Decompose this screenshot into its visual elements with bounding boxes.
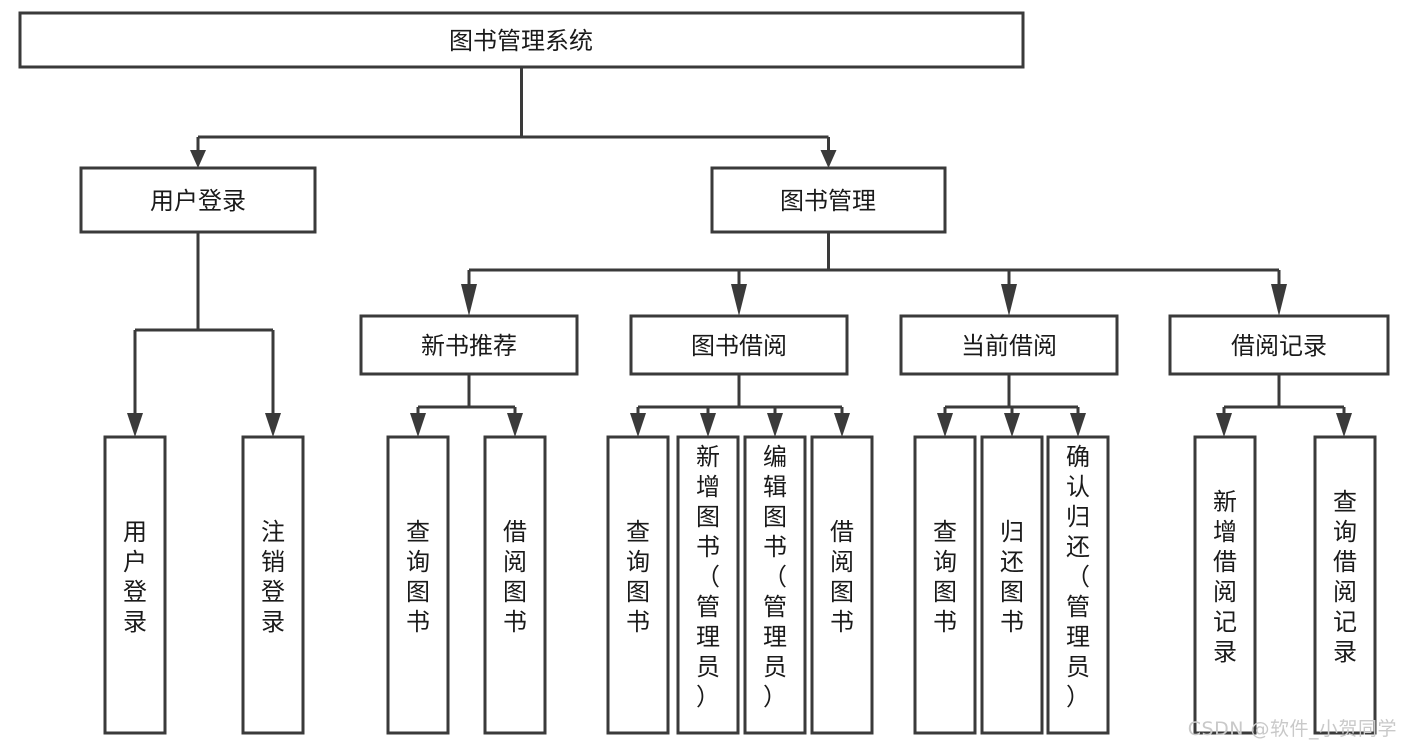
node-leaf-user-login-label: 用户登录 [123, 518, 147, 636]
node-current-borrow-label: 当前借阅 [961, 332, 1057, 360]
arrow-icon-leaf-edit-book [767, 413, 783, 437]
node-root[interactable]: 图书管理系统 [18, 11, 1025, 69]
node-book-borrow-box[interactable] [629, 314, 849, 376]
node-leaf-query-book-2-label: 查询图书 [626, 518, 650, 636]
node-leaf-user-logout-label: 注销登录 [261, 518, 285, 636]
node-root-label: 图书管理系统 [449, 27, 593, 55]
node-book-borrow-label: 图书借阅 [691, 332, 787, 360]
node-leaf-user-logout-box[interactable] [241, 435, 305, 735]
csdn-watermark: CSDN @软件_小贺同学 [1187, 718, 1397, 740]
node-leaf-confirm-return-box[interactable] [1046, 435, 1110, 735]
node-leaf-user-login[interactable]: 用户登录 [103, 435, 167, 735]
node-leaf-borrow-book-1[interactable]: 借阅图书 [483, 435, 547, 735]
node-borrow-record[interactable]: 借阅记录 [1168, 314, 1390, 376]
node-leaf-edit-book-box[interactable] [743, 435, 807, 735]
node-leaf-query-book-2[interactable]: 查询图书 [606, 435, 670, 735]
arrow-icon-borrowrecord [1271, 284, 1287, 316]
node-book-borrow[interactable]: 图书借阅 [629, 314, 849, 376]
node-leaf-query-book-1[interactable]: 查询图书 [386, 435, 450, 735]
node-leaf-query-book-3-box[interactable] [913, 435, 977, 735]
node-leaf-query-book-1-box[interactable] [386, 435, 450, 735]
node-root-box[interactable] [18, 11, 1025, 69]
node-current-borrow-box[interactable] [899, 314, 1119, 376]
arrow-icon-leaf-query-book-1 [410, 413, 426, 437]
node-leaf-add-record-box[interactable] [1193, 435, 1257, 735]
arrow-icon-leaf-add-book [700, 413, 716, 437]
node-borrow-record-box[interactable] [1168, 314, 1390, 376]
node-leaf-borrow-book-1-box[interactable] [483, 435, 547, 735]
node-borrow-record-label: 借阅记录 [1231, 332, 1327, 360]
node-leaf-borrow-book-2-label: 借阅图书 [830, 518, 854, 636]
arrow-icon-leaf-query-book-3 [937, 413, 953, 437]
node-new-book-rec[interactable]: 新书推荐 [359, 314, 579, 376]
node-leaf-borrow-book-2-box[interactable] [810, 435, 874, 735]
node-leaf-return-book-box[interactable] [980, 435, 1044, 735]
node-leaf-query-book-1-label: 查询图书 [406, 518, 430, 636]
arrow-icon-newbook [461, 284, 477, 316]
node-book-manage[interactable]: 图书管理 [710, 166, 947, 234]
arrow-icon-leaf-user-login [127, 413, 143, 437]
node-leaf-query-record-label: 查询借阅记录 [1333, 488, 1357, 666]
node-user-login-box[interactable] [79, 166, 317, 234]
node-user-login-label: 用户登录 [150, 187, 246, 215]
node-leaf-add-book[interactable]: 新增图书（管理员） [676, 435, 740, 735]
arrow-icon-book-manage [820, 150, 837, 168]
arrow-icon-leaf-borrow-book-1 [507, 413, 523, 437]
node-leaf-return-book[interactable]: 归还图书 [980, 435, 1044, 735]
node-leaf-return-book-label: 归还图书 [1000, 518, 1024, 636]
node-current-borrow[interactable]: 当前借阅 [899, 314, 1119, 376]
node-leaf-borrow-book-2[interactable]: 借阅图书 [810, 435, 874, 735]
node-leaf-add-book-box[interactable] [676, 435, 740, 735]
node-leaf-edit-book[interactable]: 编辑图书（管理员） [743, 435, 807, 735]
node-leaf-add-record[interactable]: 新增借阅记录 [1193, 435, 1257, 735]
node-book-manage-label: 图书管理 [780, 187, 876, 215]
node-leaf-query-book-3-label: 查询图书 [933, 518, 957, 636]
connector-layer [127, 67, 1352, 437]
arrow-icon-currentborrow [1001, 284, 1017, 316]
node-leaf-query-book-2-box[interactable] [606, 435, 670, 735]
node-leaf-confirm-return-label: 确认归还（管理员） [1066, 443, 1090, 711]
node-leaf-query-book-3[interactable]: 查询图书 [913, 435, 977, 735]
node-leaf-add-book-label: 新增图书（管理员） [696, 443, 720, 711]
node-leaf-query-record[interactable]: 查询借阅记录 [1313, 435, 1377, 735]
arrow-icon-user-login [190, 150, 206, 168]
node-leaf-query-record-box[interactable] [1313, 435, 1377, 735]
node-book-manage-box[interactable] [710, 166, 947, 234]
node-leaf-edit-book-label: 编辑图书（管理员） [763, 443, 787, 711]
node-leaf-add-record-label: 新增借阅记录 [1213, 488, 1237, 666]
arrow-icon-bookborrow [731, 284, 747, 316]
arrow-icon-leaf-add-record [1216, 413, 1232, 437]
node-new-book-rec-label: 新书推荐 [421, 332, 517, 360]
arrow-icon-leaf-query-book-2 [630, 413, 646, 437]
node-leaf-borrow-book-1-label: 借阅图书 [503, 518, 527, 636]
arrow-icon-leaf-user-logout [265, 413, 281, 437]
node-leaf-confirm-return[interactable]: 确认归还（管理员） [1046, 435, 1110, 735]
arrow-icon-leaf-return-book [1004, 413, 1020, 437]
arrow-icon-leaf-borrow-book-2 [834, 413, 850, 437]
node-new-book-rec-box[interactable] [359, 314, 579, 376]
node-user-login[interactable]: 用户登录 [79, 166, 317, 234]
arrow-icon-leaf-confirm-return [1070, 413, 1086, 437]
node-leaf-user-login-box[interactable] [103, 435, 167, 735]
node-leaf-user-logout[interactable]: 注销登录 [241, 435, 305, 735]
arrow-icon-leaf-query-record [1336, 413, 1352, 437]
